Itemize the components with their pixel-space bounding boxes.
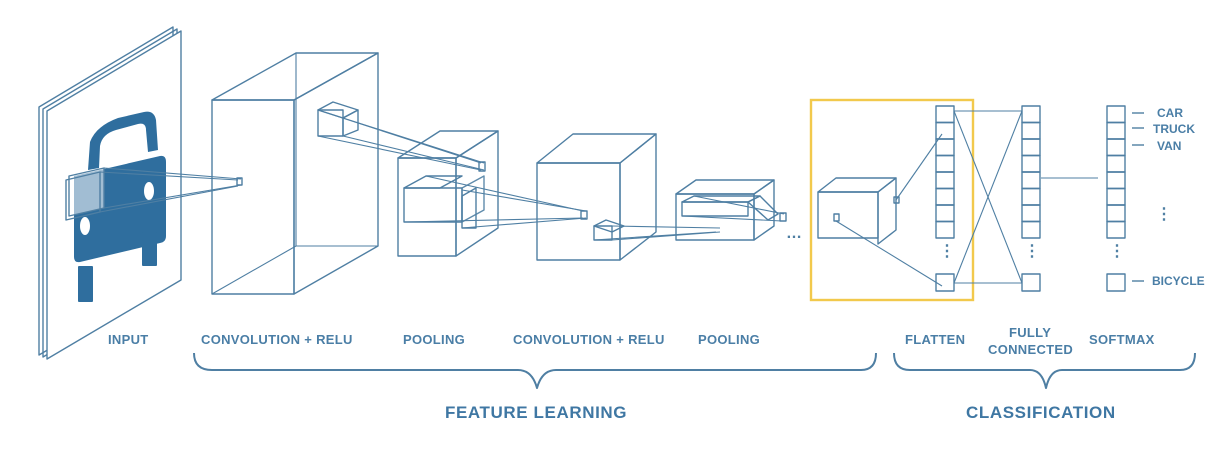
headlight-right xyxy=(144,182,154,200)
softmax-neuron-cell xyxy=(1106,220,1126,239)
conv1-filter xyxy=(317,101,486,172)
softmax-neuron-cell xyxy=(1106,171,1126,190)
label-input: INPUT xyxy=(108,332,149,347)
flatten-neuron-cell xyxy=(935,121,955,140)
group-classification: CLASSIFICATION xyxy=(966,403,1116,422)
conv2-volume xyxy=(536,133,657,261)
flatten-highlight-box xyxy=(809,98,975,302)
fully-connected-column xyxy=(1021,105,1041,292)
fc-vdots: ⋮ xyxy=(1024,243,1040,260)
fc-neuron-cell xyxy=(1021,171,1041,190)
flatten-column xyxy=(935,105,955,292)
ellipsis: … xyxy=(786,225,802,242)
flatten-neuron-cell xyxy=(935,171,955,190)
flatten-neuron-cell xyxy=(935,138,955,157)
label-fc-line2: CONNECTED xyxy=(988,342,1073,357)
softmax-neuron-cell xyxy=(1106,187,1126,206)
output-labels: CAR TRUCK VAN BICYCLE xyxy=(1132,106,1205,288)
conv2-filter xyxy=(593,219,721,241)
projection-pool1-conv2 xyxy=(403,175,588,229)
output-bicycle: BICYCLE xyxy=(1152,274,1205,288)
output-van: VAN xyxy=(1157,139,1181,153)
group-feature-learning: FEATURE LEARNING xyxy=(445,403,627,422)
fc-neuron-cell xyxy=(1021,121,1041,140)
output-truck: TRUCK xyxy=(1153,122,1195,136)
flatten-neuron-cell xyxy=(935,154,955,173)
classification-brace xyxy=(893,352,1196,389)
headlight-left xyxy=(80,217,90,235)
softmax-vdots: ⋮ xyxy=(1109,243,1125,260)
dense-connections xyxy=(953,110,1098,284)
feature-learning-brace xyxy=(193,352,877,389)
flatten-neuron-cell xyxy=(935,204,955,223)
fc-neuron-cell xyxy=(1021,204,1041,223)
softmax-neuron-cell xyxy=(1106,154,1126,173)
flatten-neuron-cell xyxy=(935,105,955,124)
stage-labels: INPUT CONVOLUTION + RELU POOLING CONVOLU… xyxy=(108,325,1155,357)
label-softmax: SOFTMAX xyxy=(1089,332,1155,347)
flatten-neuron-last-cell xyxy=(935,273,955,292)
fc-neuron-cell xyxy=(1021,154,1041,173)
label-fc-line1: FULLY xyxy=(1009,325,1051,340)
fc-neuron-last-cell xyxy=(1021,273,1041,292)
fc-neuron-cell xyxy=(1021,220,1041,239)
flatten-vdots: ⋮ xyxy=(939,243,955,260)
pool1-volume xyxy=(397,130,499,257)
softmax-neuron-cell xyxy=(1106,138,1126,157)
projection-input-conv1 xyxy=(99,167,243,213)
softmax-column xyxy=(1106,105,1126,292)
softmax-neuron-cell xyxy=(1106,204,1126,223)
pool2-volume xyxy=(675,179,787,241)
label-pool1: POOLING xyxy=(403,332,465,347)
softmax-neuron-cell xyxy=(1106,105,1126,124)
label-conv2: CONVOLUTION + RELU xyxy=(513,332,665,347)
softmax-neuron-last-cell xyxy=(1106,273,1126,292)
output-car: CAR xyxy=(1157,106,1183,120)
fc-neuron-cell xyxy=(1021,105,1041,124)
softmax-neuron-cell xyxy=(1106,121,1126,140)
fc-neuron-cell xyxy=(1021,138,1041,157)
label-flatten: FLATTEN xyxy=(905,332,965,347)
conv1-volume xyxy=(211,52,379,295)
flatten-neuron-cell xyxy=(935,187,955,206)
flatten-neuron-cell xyxy=(935,220,955,239)
label-pool2: POOLING xyxy=(698,332,760,347)
input-image xyxy=(38,26,182,360)
fc-neuron-cell xyxy=(1021,187,1041,206)
label-conv1: CONVOLUTION + RELU xyxy=(201,332,353,347)
final-feature-volume xyxy=(817,133,943,287)
output-vdots: ⋮ xyxy=(1156,206,1172,223)
